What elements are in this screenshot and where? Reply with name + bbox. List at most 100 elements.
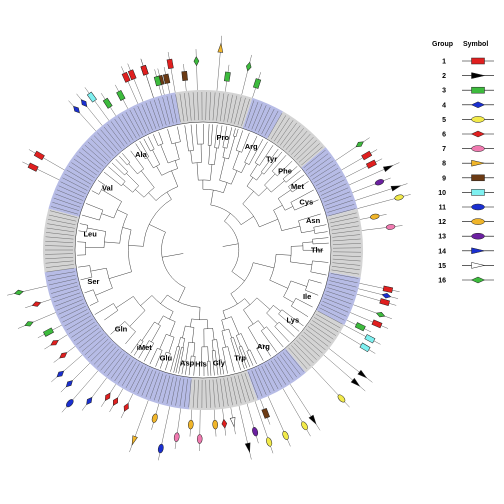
- group-marker: [140, 64, 149, 76]
- leaf-tick: [188, 92, 192, 121]
- leaf-tick: [270, 115, 286, 140]
- amino-acid-labels: ProArgTyrPheMetCysAsnThrIleLysArgTrpGlyH…: [83, 133, 323, 368]
- tree-arc: [132, 185, 139, 193]
- tree-arc: [290, 246, 292, 262]
- leaf-tick: [145, 102, 157, 129]
- tree-arc: [221, 328, 229, 332]
- tree-branch: [262, 344, 271, 357]
- group-marker: [308, 414, 317, 425]
- marker-spoke: [352, 177, 391, 193]
- tree-branch: [295, 298, 313, 308]
- amino-acid-label: Leu: [83, 230, 97, 239]
- amino-acid-label: Ser: [87, 277, 99, 286]
- leaf-tick: [53, 197, 81, 208]
- tree-arc: [239, 345, 242, 348]
- legend-row: 3: [442, 86, 494, 95]
- leaf-tick: [212, 379, 216, 408]
- tree-branch: [207, 124, 210, 146]
- group-marker: [282, 430, 289, 440]
- tree-arc: [272, 170, 278, 177]
- tree-branch: [241, 132, 250, 153]
- leaf-tick: [320, 304, 347, 317]
- leaf-tick: [158, 98, 167, 126]
- legend-symbol: [471, 203, 485, 211]
- leaf-tick: [45, 257, 74, 259]
- ring-band: [246, 348, 306, 401]
- leaf-tick: [216, 92, 220, 121]
- tree-arc: [244, 162, 250, 165]
- leaf-tick: [331, 230, 360, 234]
- tree-arc: [127, 162, 131, 166]
- leaf-tick: [48, 278, 77, 286]
- tree-arc: [305, 279, 310, 291]
- leaf-tick: [282, 125, 301, 148]
- tree-branch: [122, 153, 131, 163]
- leaf-tick: [68, 166, 93, 182]
- ring-band: [42, 208, 80, 273]
- tree-branch: [246, 177, 254, 187]
- tree-branch: [276, 254, 292, 256]
- tree-branch: [143, 138, 151, 152]
- tree-arc: [250, 175, 257, 181]
- group-marker: [50, 340, 59, 346]
- tree-branch: [128, 245, 144, 247]
- leaf-tick: [328, 208, 356, 217]
- marker-spoke: [199, 409, 201, 451]
- tree-branch: [95, 287, 113, 296]
- legend-symbol-header: Symbol: [463, 41, 488, 48]
- leaf-tick: [327, 287, 355, 296]
- tree-branch: [87, 227, 106, 232]
- tree-branch: [165, 353, 171, 371]
- tree-branch: [159, 351, 167, 369]
- tree-branch: [188, 355, 192, 376]
- leaf-tick: [129, 109, 143, 135]
- marker-spoke: [84, 87, 110, 121]
- tree-branch: [151, 325, 161, 342]
- group-marker: [153, 75, 162, 87]
- leaf-tick: [326, 199, 353, 210]
- leaf-tick: [66, 315, 91, 331]
- leaf-tick: [326, 290, 353, 301]
- group-marker: [31, 301, 42, 307]
- tree-branch: [284, 206, 293, 211]
- tree-branch: [231, 170, 238, 185]
- tree-arc: [171, 141, 181, 145]
- tree-branch: [256, 172, 263, 181]
- amino-acid-label: Arg: [245, 142, 258, 151]
- leaf-tick: [166, 376, 174, 404]
- tree-arc: [230, 262, 254, 294]
- leaf-tick: [301, 334, 323, 354]
- leaf-tick: [62, 177, 88, 191]
- leaf-tick: [244, 373, 255, 400]
- tree-branch: [241, 163, 247, 173]
- tree-branch: [254, 141, 268, 163]
- leaf-tick: [314, 317, 339, 332]
- tree-branch: [222, 147, 226, 158]
- tree-arc: [121, 181, 126, 186]
- amino-acid-label: Pro: [217, 133, 230, 142]
- legend-group-number: 9: [442, 175, 446, 182]
- group-marker: [86, 396, 93, 405]
- tree-branch: [135, 143, 146, 159]
- leaf-tick: [49, 210, 78, 218]
- group-marker: [350, 377, 361, 387]
- leaf-tick: [261, 365, 275, 392]
- leaf-tick: [118, 116, 134, 141]
- tree-branch: [260, 148, 279, 173]
- group-marker: [42, 327, 54, 337]
- leaf-tick: [171, 377, 178, 405]
- leaf-tick: [331, 266, 360, 270]
- amino-acid-label: Gly: [213, 358, 226, 367]
- tree-branch: [283, 296, 294, 303]
- tree-branch: [199, 307, 201, 320]
- leaf-tick: [103, 351, 122, 374]
- leaf-tick: [293, 342, 314, 364]
- group-marker: [27, 162, 39, 172]
- tree-branch: [181, 361, 185, 375]
- legend-row: 5: [442, 116, 494, 124]
- tree-branch: [313, 224, 327, 228]
- group-marker: [301, 421, 308, 431]
- tree-branch: [209, 361, 212, 376]
- tree-branch: [146, 157, 154, 169]
- leaf-tick: [209, 379, 211, 408]
